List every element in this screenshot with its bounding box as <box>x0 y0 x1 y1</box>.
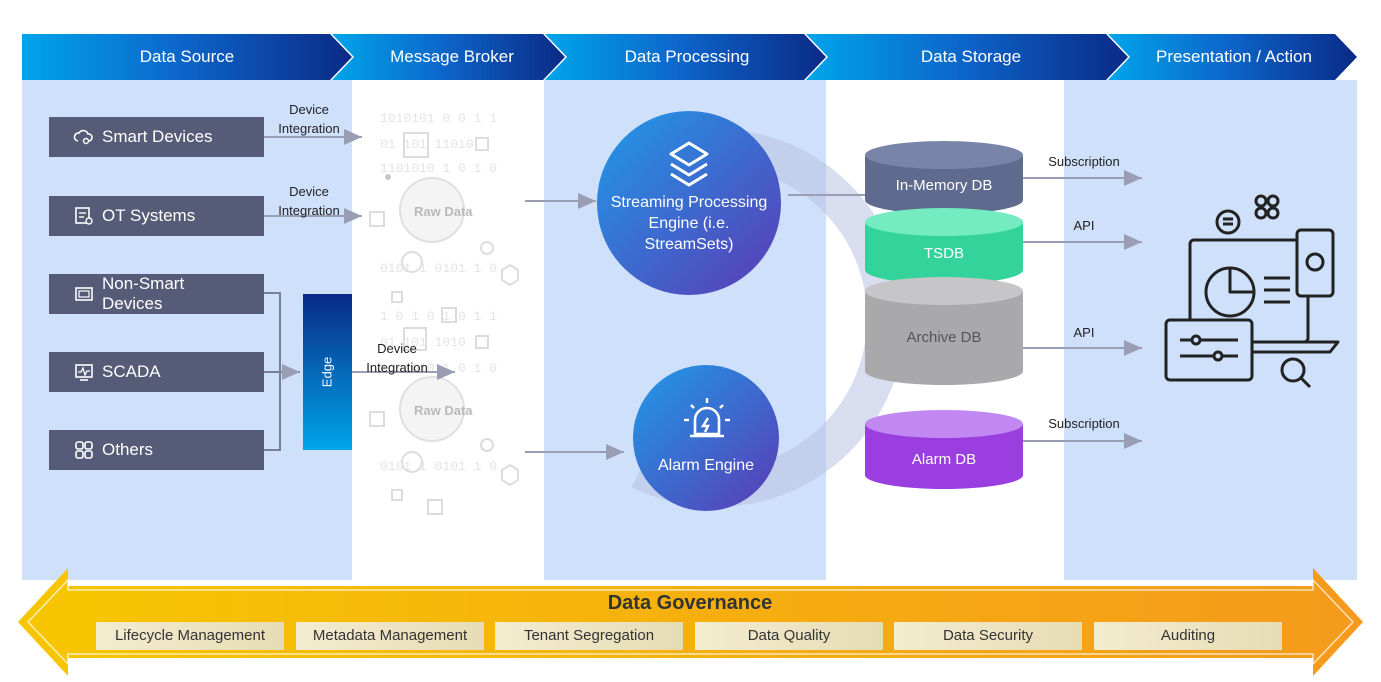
dashboard-devices-icon <box>1164 194 1340 389</box>
stage-data-source: Data Source <box>139 47 235 66</box>
source-non-smart-devices: Non-Smart Devices <box>49 274 264 314</box>
data-source-panel <box>22 80 352 580</box>
governance-item-security: Data Security <box>894 622 1082 650</box>
source-label: Smart Devices <box>102 127 213 146</box>
in-memory-db-label: In-Memory DB <box>895 177 993 194</box>
svg-text:01 101 1010: 01 101 1010 <box>380 335 466 350</box>
svg-text:1 0 1 0 1 0 1 1: 1 0 1 0 1 0 1 1 <box>380 309 497 324</box>
tsdb-label: TSDB <box>923 245 964 262</box>
integration-label: Device Integration <box>366 341 428 375</box>
governance-title: Data Governance <box>607 592 773 614</box>
api-label: API <box>1073 218 1095 233</box>
pulse-monitor-icon <box>75 364 93 381</box>
svg-text:0101 1 0101 1 0: 0101 1 0101 1 0 <box>380 261 497 276</box>
subscription-label: Subscription <box>1048 154 1120 169</box>
stage-data-processing: Data Processing <box>624 47 750 66</box>
source-ot-systems: OT Systems <box>49 196 264 236</box>
stage-presentation-action: Presentation / Action <box>1156 47 1312 66</box>
source-label: SCADA <box>102 362 161 381</box>
svg-text:1010101 0 0 1 1: 1010101 0 0 1 1 <box>380 111 497 126</box>
stage-data-storage: Data Storage <box>920 47 1022 66</box>
governance-item-quality: Data Quality <box>695 622 883 650</box>
source-scada: SCADA <box>49 352 264 392</box>
source-label: OT Systems <box>102 206 196 225</box>
stage-message-broker: Message Broker <box>390 47 514 66</box>
source-label: Non-Smart Devices <box>102 274 185 313</box>
subscription-label: Subscription <box>1048 416 1120 431</box>
api-label: API <box>1073 325 1095 340</box>
streaming-engine-icon <box>669 141 709 187</box>
archive-db-label: Archive DB <box>906 329 982 346</box>
source-label: Others <box>102 440 154 459</box>
raw-data-label: Raw Data <box>414 403 473 418</box>
svg-text:0101 1 0101 1 0: 0101 1 0101 1 0 <box>380 459 497 474</box>
integration-label: Device Integration <box>278 102 340 136</box>
grid-apps-icon <box>75 441 93 459</box>
governance-item-metadata: Metadata Management <box>296 622 484 650</box>
source-smart-devices: Smart Devices <box>49 117 264 157</box>
raw-data-label: Raw Data <box>414 204 473 219</box>
alarm-engine-label: Alarm Engine <box>657 457 755 474</box>
svg-text:01 101 11010: 01 101 11010 <box>380 137 474 152</box>
monitor-icon <box>75 287 93 301</box>
svg-text:1101010 1 0 1 0: 1101010 1 0 1 0 <box>380 161 497 176</box>
integration-label: Device Integration <box>278 184 340 218</box>
alarm-db-label: Alarm DB <box>911 451 977 468</box>
streaming-engine-label: Streaming Processing Engine (i.e. Stream… <box>610 194 768 253</box>
governance-item-tenant: Tenant Segregation <box>495 622 683 650</box>
edge-label: Edge <box>319 356 335 388</box>
alarm-bell-icon <box>684 398 730 438</box>
message-broker-panel <box>352 80 544 580</box>
source-others: Others <box>49 430 264 470</box>
governance-item-auditing: Auditing <box>1094 622 1282 650</box>
cloud-gear-icon <box>73 129 93 145</box>
governance-item-lifecycle: Lifecycle Management <box>96 622 284 650</box>
document-gear-icon <box>75 207 93 225</box>
